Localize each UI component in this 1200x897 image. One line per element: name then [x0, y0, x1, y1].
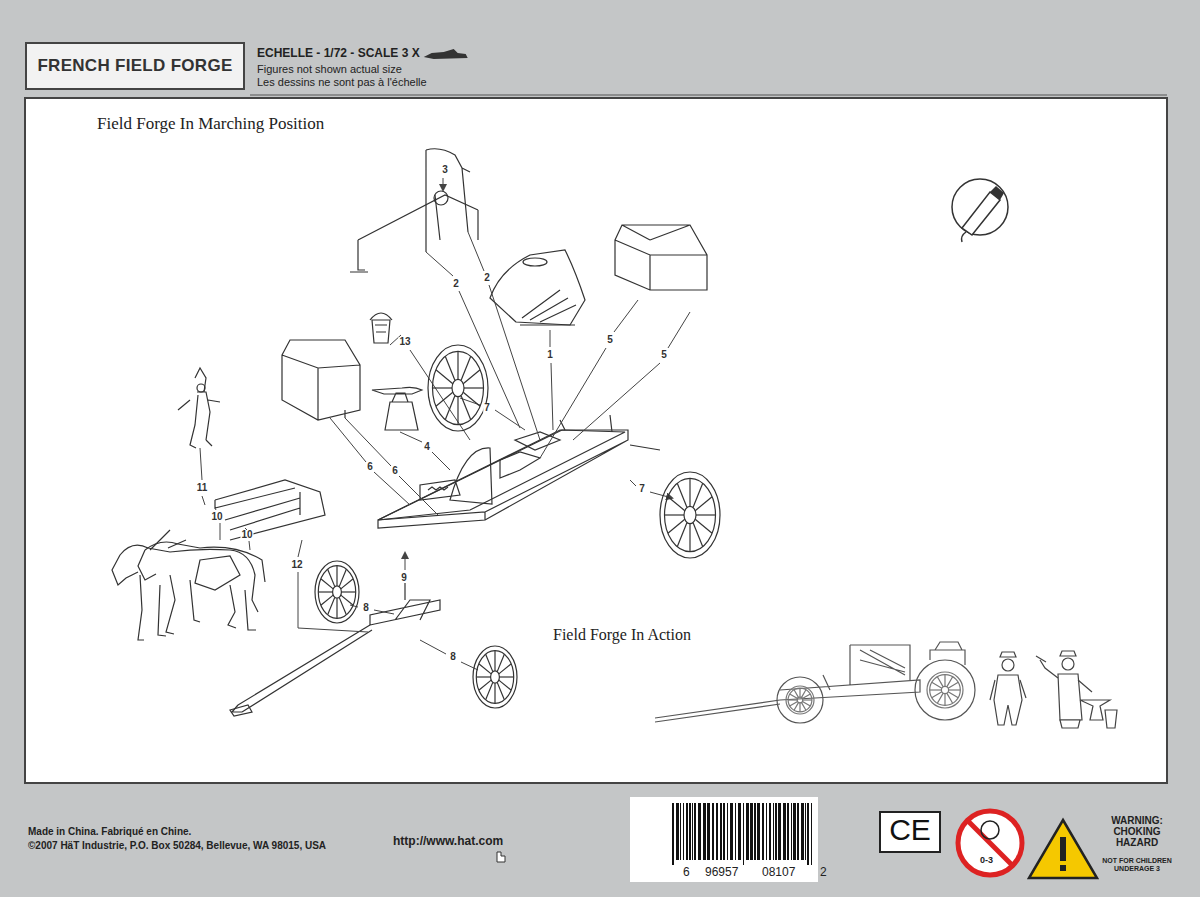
barcode-bar	[773, 803, 774, 860]
callout-number: 13	[398, 337, 411, 347]
barcode	[672, 803, 812, 865]
scale-silhouette	[424, 49, 468, 59]
label: 08107	[762, 866, 795, 880]
barcode-bar	[791, 803, 792, 860]
callout-number: 6	[366, 462, 374, 472]
hazard-triangle	[1029, 820, 1097, 878]
barcode-bar	[797, 803, 799, 860]
barcode-bar	[735, 803, 736, 860]
callout-number: 1	[546, 350, 554, 360]
barcode-bar	[762, 803, 764, 860]
forge-in-action	[655, 642, 975, 723]
barcode-bar	[723, 803, 725, 860]
barcode-bar	[750, 803, 753, 860]
barcode-bar	[787, 803, 789, 860]
wheel	[927, 672, 963, 708]
label: Field Forge In Action	[553, 626, 691, 644]
barcode-bar	[769, 803, 771, 860]
barcode-panel	[630, 797, 818, 882]
forge-parts	[112, 149, 707, 716]
label: ECHELLE - 1/72 - SCALE 3 X	[257, 47, 420, 61]
label: WARNING: CHOKING HAZARD	[1100, 815, 1174, 848]
callout-number: 11	[196, 483, 209, 493]
barcode-bar	[698, 803, 701, 860]
barcode-bar	[694, 803, 696, 860]
barcode-bar	[743, 803, 744, 865]
ce-frame	[880, 812, 940, 852]
barcode-bar	[783, 803, 786, 860]
barcode-bar	[712, 803, 714, 860]
wheel	[315, 561, 359, 623]
callout-number: 2	[483, 273, 491, 283]
barcode-bar	[754, 803, 756, 860]
barcode-bar	[811, 803, 812, 865]
blacksmith-figures	[990, 651, 1117, 728]
callout-number: 2	[452, 279, 460, 289]
barcode-bar	[692, 803, 693, 860]
wheel	[473, 646, 517, 708]
barcode-bar	[716, 803, 718, 860]
label: Les dessins ne sont pas à l'échelle	[257, 76, 427, 89]
barcode-bar	[689, 803, 691, 860]
callout-number: 8	[449, 652, 457, 662]
callout-number: 12	[290, 560, 303, 570]
callout-number: 5	[660, 350, 668, 360]
label: Field Forge In Marching Position	[97, 114, 324, 134]
wheel	[660, 472, 720, 558]
callout-number: 6	[391, 466, 399, 476]
barcode-bar	[738, 803, 741, 860]
barcode-bar	[672, 803, 674, 865]
barcode-bar	[775, 803, 777, 860]
label: CE	[884, 815, 936, 845]
barcode-bar	[766, 803, 767, 860]
rule	[250, 95, 1167, 96]
wheel	[786, 686, 814, 714]
barcode-bar	[683, 803, 684, 860]
barcode-bar	[680, 803, 681, 860]
callout-number: 10	[240, 530, 253, 540]
barcode-bar	[720, 803, 722, 860]
label: Figures not shown actual size	[257, 63, 402, 76]
age-warning-symbol	[958, 811, 1022, 875]
barcode-bar	[703, 803, 706, 860]
barcode-bar	[686, 803, 688, 860]
callout-number: 7	[638, 484, 646, 494]
barcode-bar	[793, 803, 796, 860]
callout-number: 9	[400, 573, 408, 583]
label: 96957	[705, 866, 738, 880]
wheel	[428, 345, 488, 431]
callout-number: 4	[423, 442, 431, 452]
barcode-bar	[801, 803, 804, 860]
glue-icon	[952, 179, 1008, 242]
label: 6	[683, 866, 690, 880]
barcode-bar	[676, 803, 679, 860]
callout-number: 8	[362, 603, 370, 613]
barcode-bar	[805, 803, 806, 860]
label: http://www.hat.com	[393, 835, 503, 849]
label: ©2007 HäT Industrie, P.O. Box 50284, Bel…	[28, 840, 326, 852]
cursor-icon	[497, 852, 505, 862]
barcode-bar	[707, 803, 710, 860]
title: FRENCH FIELD FORGE	[37, 56, 232, 76]
label: NOT FOR CHILDREN UNDERAGE 3	[1100, 857, 1174, 872]
label: 2	[820, 866, 827, 880]
barcode-bar	[730, 803, 733, 860]
barcode-bar	[807, 803, 809, 865]
callout-number: 5	[606, 335, 614, 345]
barcode-bar	[727, 803, 728, 860]
title-box: FRENCH FIELD FORGE	[25, 42, 245, 90]
drawing-panel	[25, 98, 1167, 783]
callout-number: 7	[483, 403, 491, 413]
barcode-bar	[757, 803, 760, 860]
label: 0-3	[980, 855, 993, 865]
leader-lines	[200, 178, 690, 670]
barcode-bar	[778, 803, 781, 860]
callout-number: 10	[210, 512, 223, 522]
barcode-bar	[746, 803, 749, 860]
label: Made in China. Fabriqué en Chine.	[28, 826, 191, 838]
callout-number: 3	[441, 165, 449, 175]
